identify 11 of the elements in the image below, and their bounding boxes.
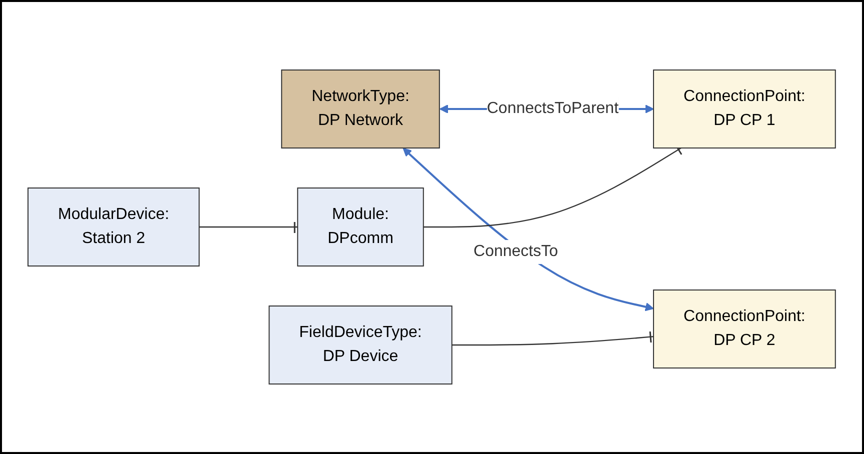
node-box: NetworkType: DP Network [281,70,440,148]
node-box: Module: DPcomm [297,188,424,266]
node-box: FieldDeviceType: DP Device [268,306,453,384]
connector [199,220,298,235]
connector [452,330,654,346]
edge-label: ConnectsTo [474,243,558,260]
edge-label: ConnectsToParent [487,100,619,117]
arrow [403,148,654,312]
node-box: ConnectionPoint: DP CP 1 [653,70,836,148]
node-box: ConnectionPoint: DP CP 2 [653,290,836,368]
node-box: ModularDevice: Station 2 [28,188,200,266]
